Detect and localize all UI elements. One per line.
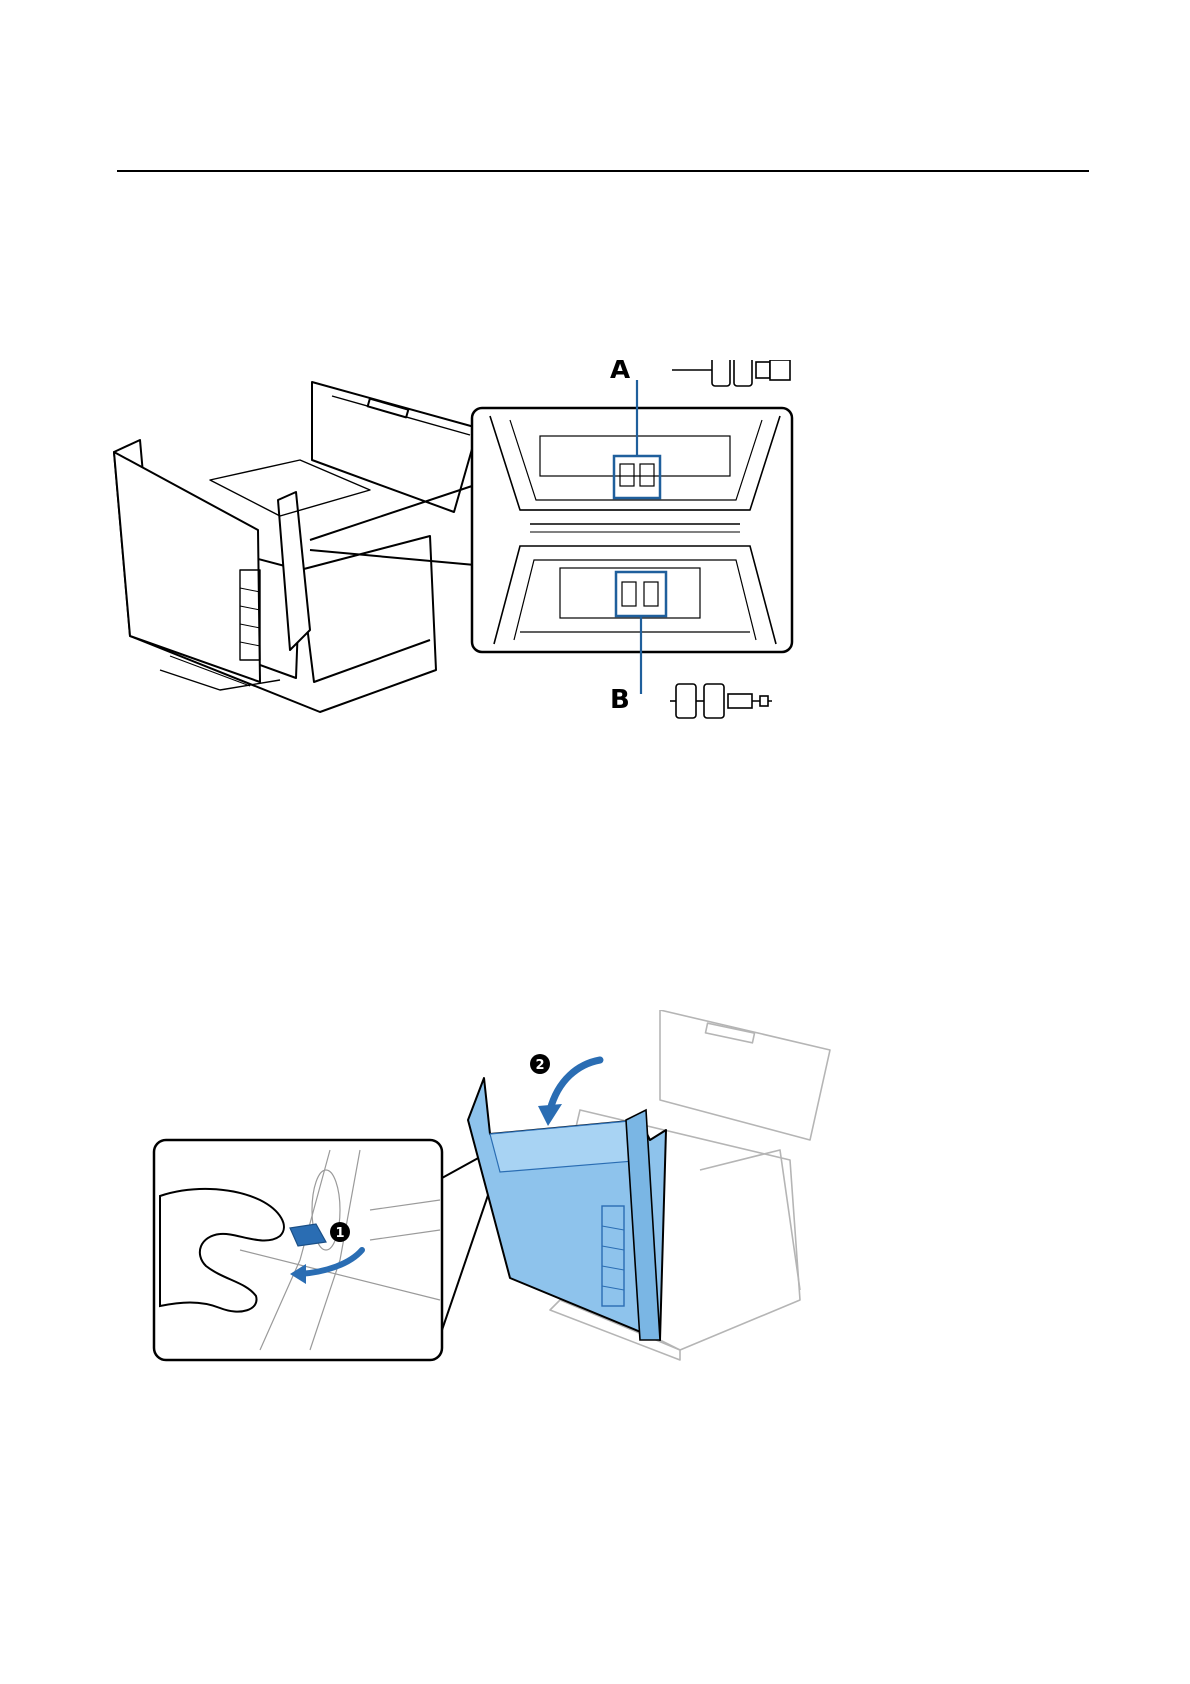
- roller-b-part-icon: [670, 684, 772, 718]
- header-rule: [117, 170, 1089, 172]
- step-1-number: 1: [335, 1226, 344, 1241]
- open-cover-illustration: 1: [140, 1010, 900, 1380]
- callout-label-b: B: [610, 685, 630, 715]
- close-cover-arrow-icon: [550, 1060, 600, 1110]
- lever-detail-inset: 1: [154, 1140, 442, 1360]
- scanner-open-illustration: [114, 382, 478, 712]
- roller-location-figure: A B: [100, 360, 900, 800]
- open-cover-figure: 1: [140, 1010, 900, 1380]
- roller-location-illustration: A B: [100, 360, 900, 800]
- roller-detail-inset: [472, 408, 792, 652]
- front-cover-illustration: [468, 1078, 666, 1340]
- roller-a-part-icon: [672, 360, 790, 386]
- step-2-number: 2: [535, 1058, 544, 1073]
- callout-label-a: A: [610, 360, 630, 385]
